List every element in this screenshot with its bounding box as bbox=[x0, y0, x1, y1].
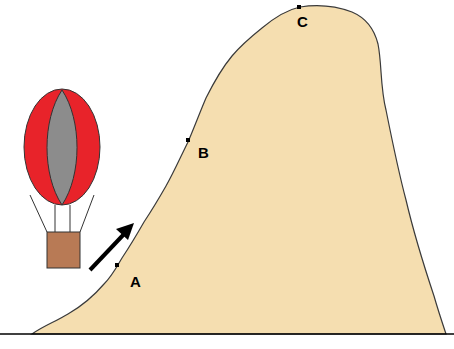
point-marker bbox=[115, 263, 119, 267]
point-marker bbox=[186, 138, 190, 142]
ground-line bbox=[0, 333, 454, 335]
point-label: B bbox=[198, 145, 209, 160]
motion-arrow bbox=[90, 223, 134, 270]
point-label: C bbox=[297, 14, 308, 29]
hot-air-balloon bbox=[24, 89, 100, 268]
point-marker bbox=[297, 5, 301, 9]
point-label: A bbox=[130, 274, 141, 289]
